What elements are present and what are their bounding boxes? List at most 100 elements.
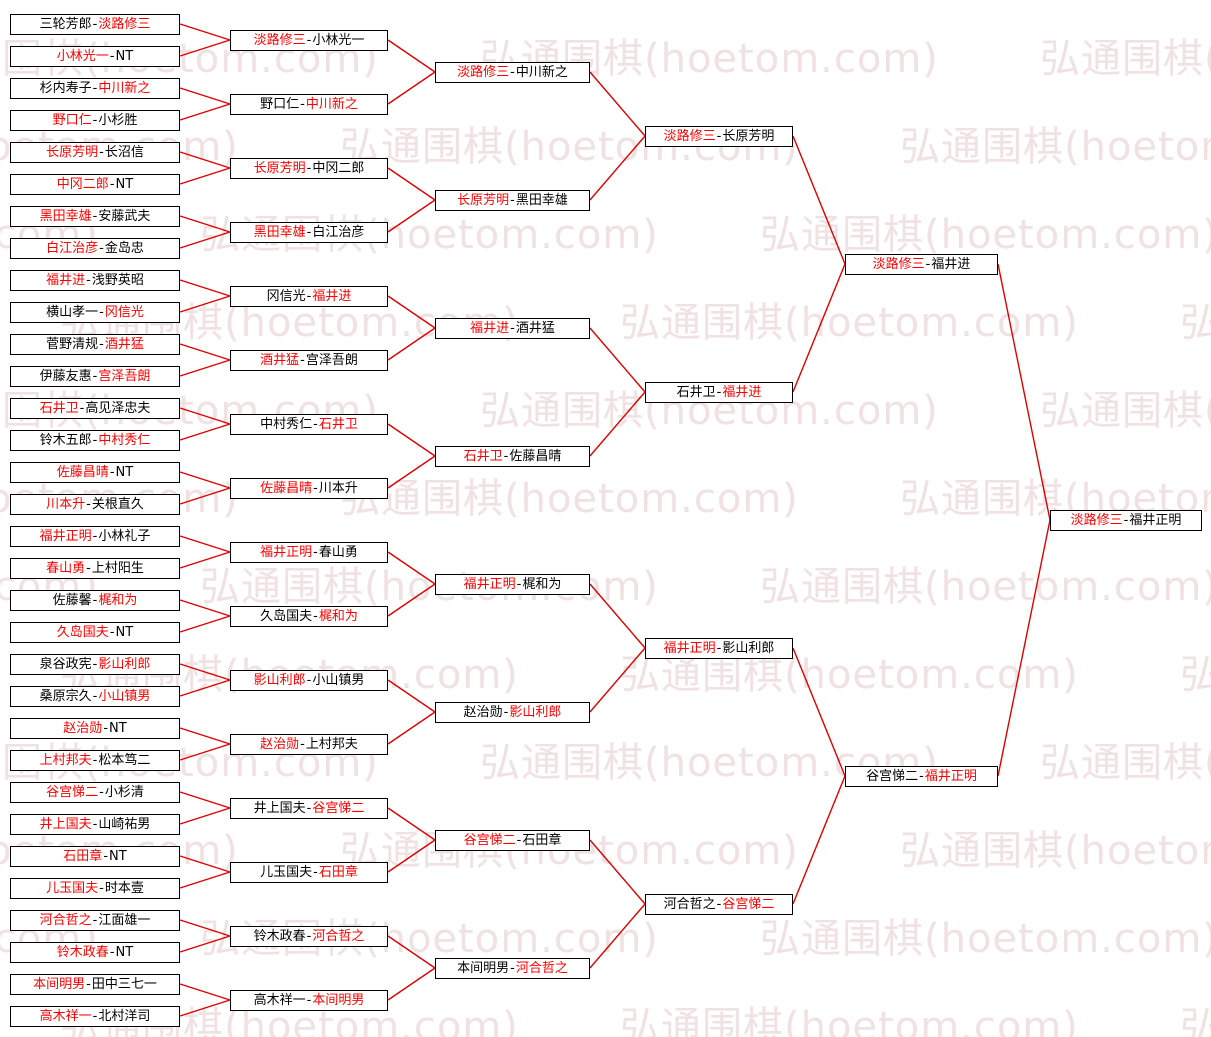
match-box-round-1-20[interactable]: 久岛国夫-NT bbox=[10, 622, 180, 643]
loser-name: 河合哲之 bbox=[663, 897, 716, 912]
match-box-round-1-29[interactable]: 河合哲之-江面雄一 bbox=[10, 910, 180, 931]
match-box-round-1-24[interactable]: 上村邦夫-松本笃二 bbox=[10, 750, 180, 771]
match-box-round-2-16[interactable]: 高木祥一-本间明男 bbox=[230, 990, 388, 1011]
match-box-round-2-13[interactable]: 井上国夫-谷宫悌二 bbox=[230, 798, 388, 819]
match-box-quarterfinal-1[interactable]: 淡路修三-长原芳明 bbox=[645, 126, 793, 147]
match-box-round-2-10[interactable]: 久岛国夫-梶和为 bbox=[230, 606, 388, 627]
match-box-round-2-2[interactable]: 野口仁-中川新之 bbox=[230, 94, 388, 115]
loser-name: 儿玉国夫 bbox=[260, 865, 313, 880]
match-box-round-1-32[interactable]: 高木祥一-北村洋司 bbox=[10, 1006, 180, 1027]
match-box-round-3-7[interactable]: 谷宫悌二-石田章 bbox=[435, 830, 590, 851]
match-box-round-1-13[interactable]: 石井卫-高见泽忠夫 bbox=[10, 398, 180, 419]
match-box-round-1-17[interactable]: 福井正明-小林礼子 bbox=[10, 526, 180, 547]
match-box-round-3-3[interactable]: 福井进-酒井猛 bbox=[435, 318, 590, 339]
match-box-round-2-8[interactable]: 佐藤昌晴-川本升 bbox=[230, 478, 388, 499]
match-box-round-1-2[interactable]: 小林光一-NT bbox=[10, 46, 180, 67]
match-box-round-2-14[interactable]: 儿玉国夫-石田章 bbox=[230, 862, 388, 883]
match-box-round-1-6[interactable]: 中冈二郎-NT bbox=[10, 174, 180, 195]
vs-separator: - bbox=[716, 897, 722, 912]
loser-name: 桑原宗久 bbox=[39, 689, 92, 704]
match-box-round-2-4[interactable]: 黑田幸雄-白江治彦 bbox=[230, 222, 388, 243]
connector-line bbox=[179, 663, 231, 681]
connector-line bbox=[179, 343, 231, 361]
connector-line bbox=[589, 135, 646, 201]
match-box-round-2-9[interactable]: 福井正明-春山勇 bbox=[230, 542, 388, 563]
match-box-round-1-3[interactable]: 杉内寿子-中川新之 bbox=[10, 78, 180, 99]
match-box-round-1-9[interactable]: 福井进-浅野英昭 bbox=[10, 270, 180, 291]
match-box-quarterfinal-4[interactable]: 河合哲之-谷宫悌二 bbox=[645, 894, 793, 915]
match-box-round-1-31[interactable]: 本间明男-田中三七一 bbox=[10, 974, 180, 995]
match-box-round-2-5[interactable]: 冈信光-福井进 bbox=[230, 286, 388, 307]
vs-separator: - bbox=[109, 945, 115, 960]
match-box-round-1-23[interactable]: 赵治勋-NT bbox=[10, 718, 180, 739]
match-box-round-1-1[interactable]: 三轮芳郎-淡路修三 bbox=[10, 14, 180, 35]
match-box-round-1-10[interactable]: 横山孝一-冈信光 bbox=[10, 302, 180, 323]
watermark-text: 弘通围棋(hoetom.com) bbox=[900, 124, 1211, 170]
match-box-round-1-30[interactable]: 铃木政春-NT bbox=[10, 942, 180, 963]
match-box-semifinal-1[interactable]: 淡路修三-福井进 bbox=[845, 254, 998, 275]
match-box-quarterfinal-3[interactable]: 福井正明-影山利郎 bbox=[645, 638, 793, 659]
match-box-quarterfinal-2[interactable]: 石井卫-福井进 bbox=[645, 382, 793, 403]
match-box-round-3-6[interactable]: 赵治勋-影山利郎 bbox=[435, 702, 590, 723]
connector-line bbox=[387, 455, 436, 489]
vs-separator: - bbox=[92, 817, 98, 832]
match-box-round-1-14[interactable]: 铃木五郎-中村秀仁 bbox=[10, 430, 180, 451]
match-box-round-2-7[interactable]: 中村秀仁-石井卫 bbox=[230, 414, 388, 435]
winner-name: 淡路修三 bbox=[457, 65, 510, 80]
winner-name: 梶和为 bbox=[318, 609, 358, 624]
vs-separator: - bbox=[99, 305, 104, 320]
match-box-round-1-22[interactable]: 桑原宗久-小山镇男 bbox=[10, 686, 180, 707]
loser-name: 白江治彦 bbox=[312, 225, 365, 240]
connector-line bbox=[387, 327, 436, 361]
match-box-round-1-25[interactable]: 谷宫悌二-小杉清 bbox=[10, 782, 180, 803]
match-box-round-2-1[interactable]: 淡路修三-小林光一 bbox=[230, 30, 388, 51]
match-box-round-2-12[interactable]: 赵治勋-上村邦夫 bbox=[230, 734, 388, 755]
connector-line bbox=[179, 983, 231, 1001]
match-box-round-1-19[interactable]: 佐藤馨-梶和为 bbox=[10, 590, 180, 611]
match-box-round-1-21[interactable]: 泉谷政宪-影山利郎 bbox=[10, 654, 180, 675]
match-box-round-1-12[interactable]: 伊藤友惠-宫泽吾朗 bbox=[10, 366, 180, 387]
match-box-round-1-28[interactable]: 儿玉国夫-时本壹 bbox=[10, 878, 180, 899]
loser-name: 福井进 bbox=[931, 257, 971, 272]
match-box-round-3-1[interactable]: 淡路修三-中川新之 bbox=[435, 62, 590, 83]
match-box-round-3-4[interactable]: 石井卫-佐藤昌晴 bbox=[435, 446, 590, 467]
match-box-round-1-7[interactable]: 黑田幸雄-安藤武夫 bbox=[10, 206, 180, 227]
connector-line bbox=[179, 231, 231, 249]
match-box-round-2-11[interactable]: 影山利郎-小山镇男 bbox=[230, 670, 388, 691]
match-box-semifinal-2[interactable]: 谷宫悌二-福井正明 bbox=[845, 766, 998, 787]
match-box-final-1[interactable]: 淡路修三-福井正明 bbox=[1050, 510, 1202, 531]
vs-separator: - bbox=[510, 65, 515, 80]
match-box-round-2-15[interactable]: 铃木政春-河合哲之 bbox=[230, 926, 388, 947]
match-box-round-1-8[interactable]: 白江治彦-金岛忠 bbox=[10, 238, 180, 259]
vs-separator: - bbox=[92, 913, 98, 928]
match-box-round-1-26[interactable]: 井上国夫-山崎祐男 bbox=[10, 814, 180, 835]
loser-name: 宫泽吾朗 bbox=[305, 353, 358, 368]
match-box-round-1-18[interactable]: 春山勇-上村阳生 bbox=[10, 558, 180, 579]
winner-name: 赵治勋 bbox=[260, 737, 300, 752]
match-box-round-1-27[interactable]: 石田章-NT bbox=[10, 846, 180, 867]
connector-line bbox=[387, 839, 436, 873]
loser-name: NT bbox=[109, 849, 127, 864]
loser-name: 高木祥一 bbox=[253, 993, 306, 1008]
match-box-round-3-5[interactable]: 福井正明-梶和为 bbox=[435, 574, 590, 595]
vs-separator: - bbox=[92, 433, 98, 448]
connector-line bbox=[179, 39, 231, 57]
match-box-round-3-2[interactable]: 长原芳明-黑田幸雄 bbox=[435, 190, 590, 211]
match-box-round-1-4[interactable]: 野口仁-小杉胜 bbox=[10, 110, 180, 131]
match-box-round-1-15[interactable]: 佐藤昌晴-NT bbox=[10, 462, 180, 483]
match-box-round-1-5[interactable]: 长原芳明-长沼信 bbox=[10, 142, 180, 163]
match-box-round-3-8[interactable]: 本间明男-河合哲之 bbox=[435, 958, 590, 979]
winner-name: 淡路修三 bbox=[98, 17, 151, 32]
connector-line bbox=[387, 39, 436, 73]
loser-name: 野口仁 bbox=[260, 97, 300, 112]
loser-name: 石田章 bbox=[522, 833, 562, 848]
match-box-round-1-11[interactable]: 菅野清规-酒井猛 bbox=[10, 334, 180, 355]
match-box-round-2-3[interactable]: 长原芳明-中冈二郎 bbox=[230, 158, 388, 179]
match-box-round-1-16[interactable]: 川本升-关根直久 bbox=[10, 494, 180, 515]
connector-line bbox=[179, 471, 231, 489]
loser-name: 关根直久 bbox=[91, 497, 144, 512]
connector-line bbox=[589, 583, 646, 649]
loser-name: 金岛忠 bbox=[104, 241, 144, 256]
match-box-round-2-6[interactable]: 酒井猛-宫泽吾朗 bbox=[230, 350, 388, 371]
loser-name: 长原芳明 bbox=[722, 129, 775, 144]
